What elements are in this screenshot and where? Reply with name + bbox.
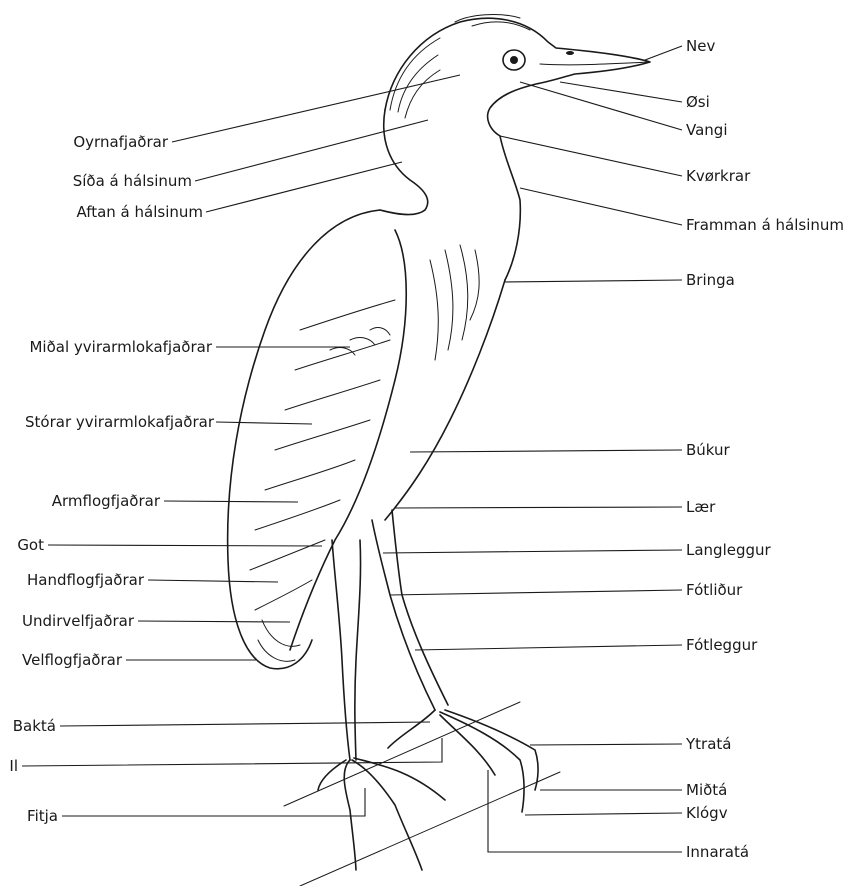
label-nev: Nev [686, 37, 715, 55]
label-vangi: Vangi [686, 121, 727, 139]
label-midta: Miðtá [686, 781, 727, 799]
crest-feathers [390, 15, 530, 118]
labels-left: Oyrnafjaðrar Síða á hálsinum Aftan á hál… [9, 133, 214, 825]
breast-plumes [430, 245, 479, 360]
label-framman-a-halsinum: Framman á hálsinum [686, 216, 844, 234]
heron-neck [380, 110, 428, 215]
label-got: Got [17, 536, 44, 554]
label-armflogfjadrar: Armflogfjaðrar [52, 492, 161, 510]
label-storar-yvirarmlokafjadrar: Stórar yvirarmlokafjaðrar [25, 413, 215, 431]
label-innarata: Innaratá [686, 843, 749, 861]
label-bukur: Búkur [686, 441, 731, 459]
label-aftan-a-halsinum: Aftan á hálsinum [76, 203, 203, 221]
labels-right: Nev Øsi Vangi Kvørkrar Framman á hálsinu… [685, 37, 844, 861]
label-klogv: Klógv [686, 804, 728, 822]
heron-head [385, 18, 650, 136]
label-velflogfjadrar: Velflogfjaðrar [22, 651, 123, 669]
label-sida-a-halsinum: Síða á hálsinum [73, 172, 192, 190]
label-osi: Øsi [686, 93, 710, 111]
label-kvorkrar: Kvørkrar [686, 167, 751, 185]
label-bringa: Bringa [686, 271, 735, 289]
label-il: Il [9, 757, 18, 775]
label-laer: Lær [686, 498, 716, 516]
right-leg [372, 510, 448, 710]
label-langleggur: Langleggur [686, 541, 772, 559]
heron-body [228, 210, 505, 669]
left-foot [318, 758, 445, 870]
right-foot [388, 710, 538, 812]
perch-branch [284, 702, 560, 886]
label-fotleggur: Fótleggur [686, 636, 758, 654]
beak-line [540, 62, 650, 65]
label-bakta: Baktá [13, 717, 56, 735]
label-handflogfjadrar: Handflogfjaðrar [27, 571, 145, 589]
label-fitja: Fitja [27, 807, 58, 825]
left-leg [332, 540, 361, 760]
label-midal-yvirarmlokafjadrar: Miðal yvirarmlokafjaðrar [29, 338, 212, 356]
leader-lines [22, 46, 682, 852]
label-undirvelfjadrar: Undirvelfjaðrar [22, 612, 135, 630]
label-oyrnafjadrar: Oyrnafjaðrar [73, 133, 168, 151]
label-ytrata: Ytratá [685, 735, 731, 753]
label-fotlidur: Fótliður [686, 581, 743, 599]
